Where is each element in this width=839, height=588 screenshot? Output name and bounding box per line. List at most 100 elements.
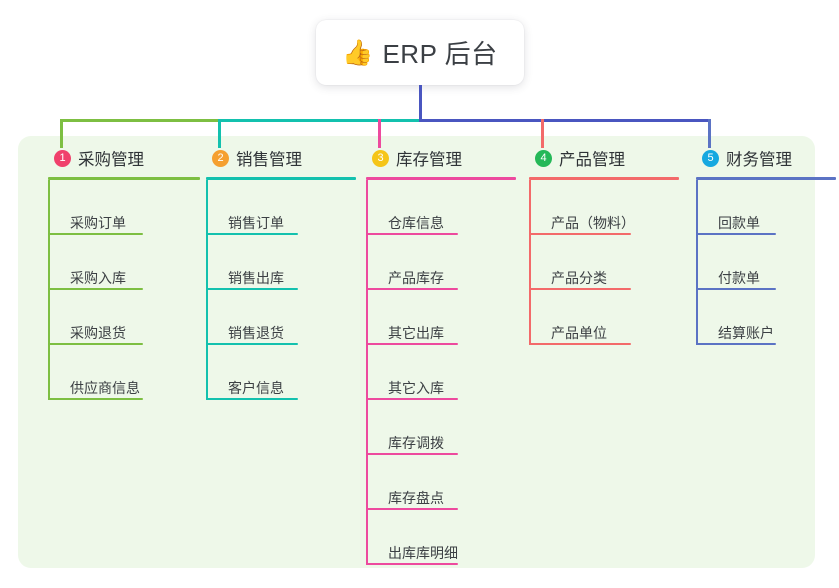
branch-item-underline — [366, 398, 458, 400]
branch-underline — [206, 177, 356, 180]
branch-item[interactable]: 回款单 — [696, 180, 836, 235]
root-stem — [419, 85, 422, 122]
branch-underline — [48, 177, 200, 180]
branch-item[interactable]: 其它入库 — [366, 345, 516, 400]
branch-item-label: 采购入库 — [70, 270, 126, 286]
branch-item-label: 产品单位 — [551, 325, 607, 341]
branches-panel — [18, 136, 815, 568]
branch-item[interactable]: 采购订单 — [48, 180, 200, 235]
branch-column-3: 3 库存管理仓库信息产品库存其它出库其它入库库存调拨库存盘点出库库明细 — [366, 145, 516, 565]
root-node[interactable]: 👍 ERP 后台 — [316, 20, 524, 85]
branch-item-label: 客户信息 — [228, 380, 284, 396]
branch-item-label: 库存调拨 — [388, 435, 444, 451]
branch-item[interactable]: 采购入库 — [48, 235, 200, 290]
branch-item[interactable]: 库存盘点 — [366, 455, 516, 510]
branch-item-underline — [48, 233, 143, 235]
branch-item-underline — [48, 288, 143, 290]
branch-number-badge: 5 — [702, 149, 719, 167]
branch-item[interactable]: 产品库存 — [366, 235, 516, 290]
branch-item-underline — [366, 453, 458, 455]
branch-number-badge: 3 — [372, 149, 389, 167]
branch-item-underline — [48, 343, 143, 345]
branch-item-label: 付款单 — [718, 270, 760, 286]
branch-item-underline — [366, 343, 458, 345]
branch-item-underline — [206, 343, 298, 345]
branch-item-label: 产品分类 — [551, 270, 607, 286]
branch-underline — [366, 177, 516, 180]
branch-item-underline — [206, 233, 298, 235]
branch-header-5[interactable]: 5 财务管理 — [696, 145, 836, 171]
branch-item-label: 采购订单 — [70, 215, 126, 231]
branch-item[interactable]: 客户信息 — [206, 345, 356, 400]
branch-item-label: 销售出库 — [228, 270, 284, 286]
branch-item[interactable]: 产品分类 — [529, 235, 679, 290]
branch-item-label: 其它出库 — [388, 325, 444, 341]
branch-item[interactable]: 供应商信息 — [48, 345, 200, 400]
branch-item-label: 出库库明细 — [388, 545, 458, 561]
branch-item[interactable]: 销售出库 — [206, 235, 356, 290]
branch-title: 库存管理 — [396, 151, 462, 169]
branch-item[interactable]: 结算账户 — [696, 290, 836, 345]
branch-number-badge: 1 — [54, 149, 71, 167]
branch-item[interactable]: 产品单位 — [529, 290, 679, 345]
branch-item-label: 产品库存 — [388, 270, 444, 286]
branch-item-label: 销售退货 — [228, 325, 284, 341]
branch-item-underline — [366, 563, 458, 565]
column-drop-2 — [218, 119, 221, 148]
branch-item[interactable]: 付款单 — [696, 235, 836, 290]
column-drop-5 — [708, 119, 711, 148]
branch-spine — [529, 180, 531, 345]
branch-column-5: 5 财务管理回款单付款单结算账户 — [696, 145, 836, 345]
branch-item[interactable]: 销售订单 — [206, 180, 356, 235]
branch-item[interactable]: 产品（物料） — [529, 180, 679, 235]
branch-number-badge: 4 — [535, 149, 552, 167]
branch-item-underline — [696, 288, 776, 290]
branch-item-label: 供应商信息 — [70, 380, 140, 396]
branch-header-3[interactable]: 3 库存管理 — [366, 145, 516, 171]
branch-item-underline — [206, 398, 298, 400]
branch-spine — [366, 180, 368, 565]
branch-item-label: 库存盘点 — [388, 490, 444, 506]
branch-item-underline — [206, 288, 298, 290]
column-drop-1 — [60, 119, 63, 148]
branch-item[interactable]: 仓库信息 — [366, 180, 516, 235]
branch-item-underline — [366, 508, 458, 510]
branch-spine — [48, 180, 50, 400]
trunk-segment-2 — [218, 119, 422, 122]
branch-item[interactable]: 库存调拨 — [366, 400, 516, 455]
branch-item[interactable]: 采购退货 — [48, 290, 200, 345]
column-drop-3 — [378, 119, 381, 148]
branch-item[interactable]: 出库库明细 — [366, 510, 516, 565]
branch-number-badge: 2 — [212, 149, 229, 167]
branch-item-label: 回款单 — [718, 215, 760, 231]
branch-item-label: 其它入库 — [388, 380, 444, 396]
branch-underline — [529, 177, 679, 180]
thumbs-up-icon: 👍 — [342, 39, 374, 67]
branch-underline — [696, 177, 836, 180]
trunk-segment-3 — [419, 119, 711, 122]
branch-item-label: 结算账户 — [718, 325, 774, 341]
branch-item-label: 仓库信息 — [388, 215, 444, 231]
branch-item-underline — [696, 343, 776, 345]
branch-item-underline — [696, 233, 776, 235]
branch-item-underline — [529, 288, 631, 290]
branch-header-1[interactable]: 1 采购管理 — [48, 145, 200, 171]
branch-item-underline — [366, 233, 458, 235]
branch-item[interactable]: 其它出库 — [366, 290, 516, 345]
branch-title: 财务管理 — [726, 151, 792, 169]
branch-items: 仓库信息产品库存其它出库其它入库库存调拨库存盘点出库库明细 — [366, 180, 516, 565]
branch-item[interactable]: 销售退货 — [206, 290, 356, 345]
branch-item-underline — [366, 288, 458, 290]
branch-column-1: 1 采购管理采购订单采购入库采购退货供应商信息 — [48, 145, 200, 400]
branch-item-label: 销售订单 — [228, 215, 284, 231]
branch-title: 采购管理 — [78, 151, 144, 169]
branch-items: 产品（物料） 产品分类产品单位 — [529, 180, 679, 345]
branch-items: 销售订单销售出库销售退货客户信息 — [206, 180, 356, 400]
branch-items: 采购订单采购入库采购退货供应商信息 — [48, 180, 200, 400]
branch-spine — [696, 180, 698, 345]
